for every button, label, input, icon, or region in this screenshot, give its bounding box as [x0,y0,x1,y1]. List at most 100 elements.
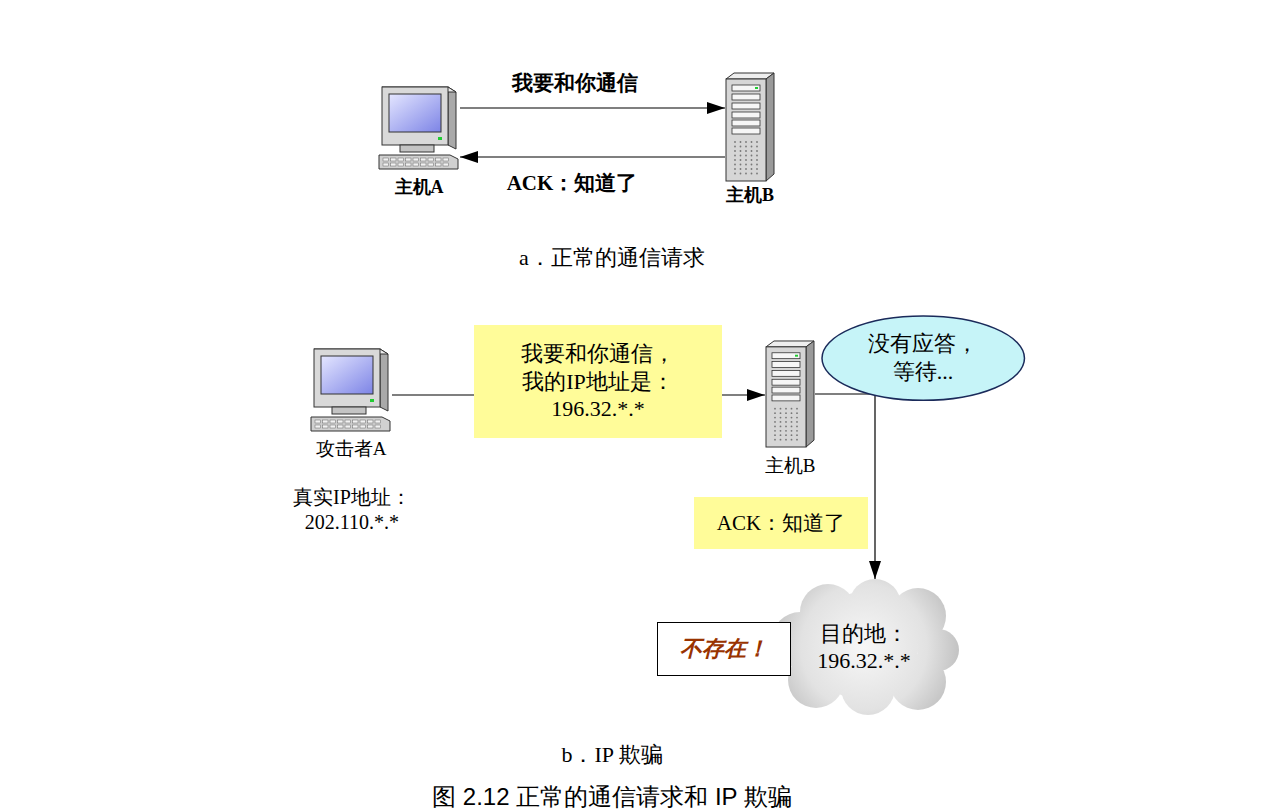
keyboard-key [360,425,366,428]
label-patch: 我要和你通信 [509,70,641,96]
vent-hole [774,430,776,432]
vent-hole [791,426,793,428]
keyboard-key [406,163,412,166]
keyboard-key [436,158,442,161]
vent-hole [791,408,793,410]
subfigure-caption: a．正常的通信请求 [519,244,705,272]
vent-hole [756,173,758,175]
keyboard-key [398,158,404,161]
host-server-shape [765,340,815,448]
vent-hole [774,408,776,410]
node-label: 主机B [765,454,816,478]
host-server: 主机B [725,72,775,182]
status-led [795,355,798,357]
vent-hole [785,426,787,428]
vent-hole [796,439,798,441]
keyboard-key [428,158,434,161]
keyboard-key [413,158,419,161]
vent-hole [751,159,753,161]
vent-hole [756,146,758,148]
vent-hole [756,159,758,161]
vent-hole [780,426,782,428]
vent-hole [740,150,742,152]
cloud-shape [772,579,959,715]
vent-hole [734,141,736,143]
attacker-computer: 攻击者A [310,347,392,434]
vent-hole [780,439,782,441]
note-box: 不存在！ [657,622,790,675]
vent-hole [756,155,758,157]
vent-hole [756,168,758,170]
network-cloud: 目的地： 196.32.*.* [768,578,960,716]
vent-hole [791,421,793,423]
drive-bay [772,353,800,359]
keyboard-key [330,425,336,428]
vent-hole [780,434,782,436]
vent-hole [785,430,787,432]
edge-label: ACK：知道了 [507,170,638,196]
vent-hole [751,146,753,148]
label-box: 我要和你通信， 我的IP地址是： 196.32.*.* [474,325,722,438]
vent-hole [745,159,747,161]
keyboard-key [315,420,321,423]
vent-hole [751,164,753,166]
node-label: 主机B [726,184,774,207]
vent-hole [740,155,742,157]
vent-hole [785,417,787,419]
power-led [370,399,374,402]
monitor-stand [332,407,366,414]
vent-hole [745,141,747,143]
keyboard-key [443,163,449,166]
server-side [766,73,774,181]
figure-caption: 图 2.12 正常的通信请求和 IP 欺骗 [432,782,792,812]
drive-bay [732,85,760,91]
drive-bay [732,120,760,126]
node-text: 没有应答， 等待... [858,330,988,385]
drive-bay [772,362,800,368]
vent-hole [780,430,782,432]
server-body [766,347,806,447]
node-text: 目的地： 196.32.*.* [799,620,929,675]
node-text: 不存在！ [680,635,768,663]
monitor-stand [400,145,434,152]
keyboard-key [436,163,442,166]
address-note: 真实IP地址： 202.110.*.* [278,485,426,535]
vent-hole [756,141,758,143]
keyboard-key [315,425,321,428]
vent-hole [796,430,798,432]
keyboard-key [368,420,374,423]
keyboard-key [391,158,397,161]
cloud-puff [810,592,918,700]
keyboard-key [375,425,381,428]
callout-ellipse-shape [821,315,1025,401]
vent-hole [751,155,753,157]
keyboard-key [330,420,336,423]
keyboard [311,417,390,431]
vent-hole [751,168,753,170]
keyboard-key [345,425,351,428]
keyboard-key [353,420,359,423]
vent-hole [756,150,758,152]
vent-hole [745,173,747,175]
keyboard-key [391,163,397,166]
vent-hole [791,430,793,432]
drive-bay [732,94,760,100]
vent-hole [785,439,787,441]
edge-label: ACK：知道了 [717,510,845,536]
vent-hole [774,421,776,423]
vent-hole [774,426,776,428]
vent-hole [796,412,798,414]
host-server: 主机B [765,340,815,448]
keyboard [379,155,458,169]
node-label: 主机A [395,176,444,199]
keyboard-key [338,420,344,423]
monitor-side [448,87,456,149]
host-computer: 主机A [378,85,460,172]
vent-hole [740,141,742,143]
callout-ellipse: 没有应答， 等待... [821,315,1025,401]
vent-hole [751,141,753,143]
keyboard-key [360,420,366,423]
monitor-body [382,87,448,145]
vent-hole [774,434,776,436]
drive-bay [772,395,800,401]
